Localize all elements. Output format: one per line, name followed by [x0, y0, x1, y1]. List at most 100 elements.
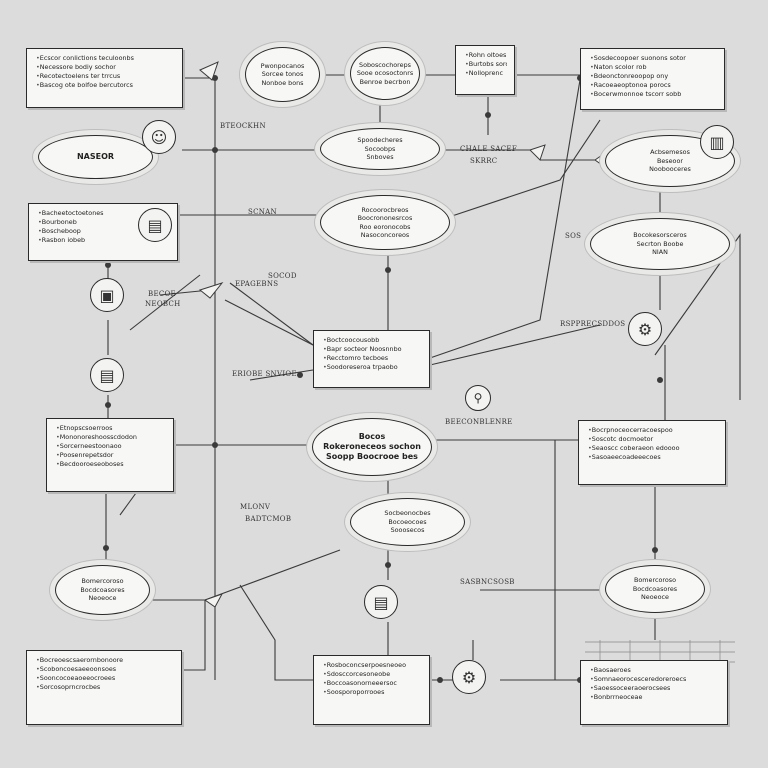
connector-label: EPAGEBNS [235, 280, 279, 288]
node-text-line: Scoboncoesaeeoonsoes [36, 665, 174, 674]
node-text-line: Boocrononesrcos [357, 214, 413, 222]
person-icon: ☺ [142, 120, 176, 154]
connector-label: SOS [565, 232, 582, 240]
node-text-line: Sdosccorcesoneobe [323, 670, 422, 679]
node-text-line: Soodoreseroa trpaobo [323, 363, 422, 372]
monitor-icon: ▣ [90, 278, 124, 312]
connector-label: MLONV [240, 503, 271, 511]
connector [239, 584, 313, 681]
node-text-line: Bascog ote bolfoe bercutorcs [36, 81, 175, 90]
node-text-line: Bocdcoasores [80, 585, 125, 594]
node-text-line: Sooncocoeaoeeocroees [36, 674, 174, 683]
process-box: Ecscor conlictions teculoonbsNecessore b… [26, 48, 183, 108]
node-text-line: Baosaeroes [590, 666, 720, 675]
cloud-node: NASEOR [38, 135, 153, 179]
server-icon: ▥ [700, 125, 734, 159]
node-text-line: Spoodecheres [357, 136, 403, 145]
connector [429, 324, 601, 366]
process-box: BocrpnoceocerracoespooSoscotc docmoetorS… [578, 420, 726, 485]
connector [129, 274, 201, 331]
process-box: Rohn oltoesBurtobs sorcpNolloprenc [455, 45, 515, 95]
process-box: EtnopscsoerroosMononoreshoosscdodonSorce… [46, 418, 174, 492]
node-text-line: Bourboneb [38, 218, 170, 227]
node-text-line: Becdooroeseoboses [56, 460, 166, 469]
robot-icon: ⚙ [628, 312, 662, 346]
node-text-line: Racoeaeoptonoa porocs [590, 81, 717, 90]
document-icon: ▤ [138, 208, 172, 242]
connector-node [105, 262, 111, 268]
connector [229, 282, 314, 346]
connector-node [657, 377, 663, 383]
connector-node [105, 402, 111, 408]
connector-node [297, 372, 303, 378]
robot-icon: ⚙ [452, 660, 486, 694]
node-text-line: Mononoreshoosscdodon [56, 433, 166, 442]
pin-marker [594, 152, 606, 168]
node-text-line: Noobooceres [649, 165, 691, 174]
pin-marker [529, 144, 546, 161]
node-text-line: Beseoor [656, 156, 684, 165]
node-text-line: Bocrpnoceocerracoespoo [588, 426, 718, 435]
node-text-line: Bocreoescsaerornbonoore [36, 656, 174, 665]
connector-node [103, 545, 109, 551]
node-text-line: Bocokesorsceros [633, 231, 687, 240]
connector-label: BEECONBLENRE [445, 418, 513, 426]
node-text-line: Socbeonocbes [384, 509, 431, 518]
node-text-line: Neoeoce [641, 593, 669, 602]
connector [654, 233, 741, 400]
node-text-line: Soopp Boocrooe bes [326, 452, 418, 461]
node-text-line: Rohn oltoes [465, 51, 507, 60]
node-text-line: Bocos [358, 432, 386, 441]
connector-node [385, 267, 391, 273]
node-text-line: Nolloprenc [465, 69, 507, 78]
node-text-line: Sosdecoopoer suonons sotor [590, 54, 717, 63]
connector [224, 299, 314, 346]
node-text-line: Sorcee tonos [261, 70, 304, 79]
connector-node [385, 562, 391, 568]
connector-label: SASBNCSOSB [460, 578, 515, 586]
node-text-line: Soboscochoreps [359, 60, 411, 69]
connector [182, 600, 206, 671]
connector-label: BECOE [148, 290, 176, 298]
node-text-line: Boctcoocousobb [323, 336, 422, 345]
node-text-line: Necessore bodiy sochor [36, 63, 175, 72]
node-text-line: Nasoconcoreos [360, 231, 410, 239]
node-text-line: Bocoeocoes [388, 517, 427, 526]
connector-node [437, 677, 443, 683]
connector-node [212, 442, 218, 448]
node-text-line: Naton scolor rob [590, 63, 717, 72]
node-text-line: Rosboconcserpoesneoeo [323, 661, 422, 670]
node-text-line: NIAN [652, 248, 668, 257]
node-text-line: Seaoscc coberaeon edoooo [588, 444, 718, 453]
node-text-line: Sorcerneestoonaoo [56, 442, 166, 451]
node-text-line: Poosenrepetsdor [56, 451, 166, 460]
node-text-line: Etnopscsoerroos [56, 424, 166, 433]
node-text-line: Bdeonctonreoopop ony [590, 72, 717, 81]
node-text-line: Somnaeorocesceredoreroecs [590, 675, 720, 684]
process-box: BocreoescsaerornbonooreScoboncoesaeeoons… [26, 650, 182, 725]
connector-label: SCNAN [248, 208, 277, 216]
connector [429, 79, 581, 359]
node-text-line: Recctomro tecboes [323, 354, 422, 363]
node-text-line: Rasbon iobeb [38, 236, 170, 245]
connector-label: SOCOD [268, 272, 297, 280]
node-text-line: Bonbrrneoceae [590, 693, 720, 702]
node-text-line: Snboves [366, 153, 394, 162]
node-text-line: Burtobs sorcp [465, 60, 507, 69]
pin-marker [203, 593, 224, 608]
node-text-line: Bacheetoctoetones [38, 209, 170, 218]
node-text-line: Benroe becrbon [359, 77, 411, 86]
node-text-line: Rocoorocbreos [361, 205, 409, 214]
connector-label: SKRRC [470, 157, 498, 165]
process-box: BoctcoocousobbBapr socteor NoosnnboRecct… [313, 330, 430, 388]
process-box: Sosdecoopoer suonons sotorNaton scolor r… [580, 48, 725, 110]
node-text-line: Soosporoporrooes [323, 688, 422, 697]
